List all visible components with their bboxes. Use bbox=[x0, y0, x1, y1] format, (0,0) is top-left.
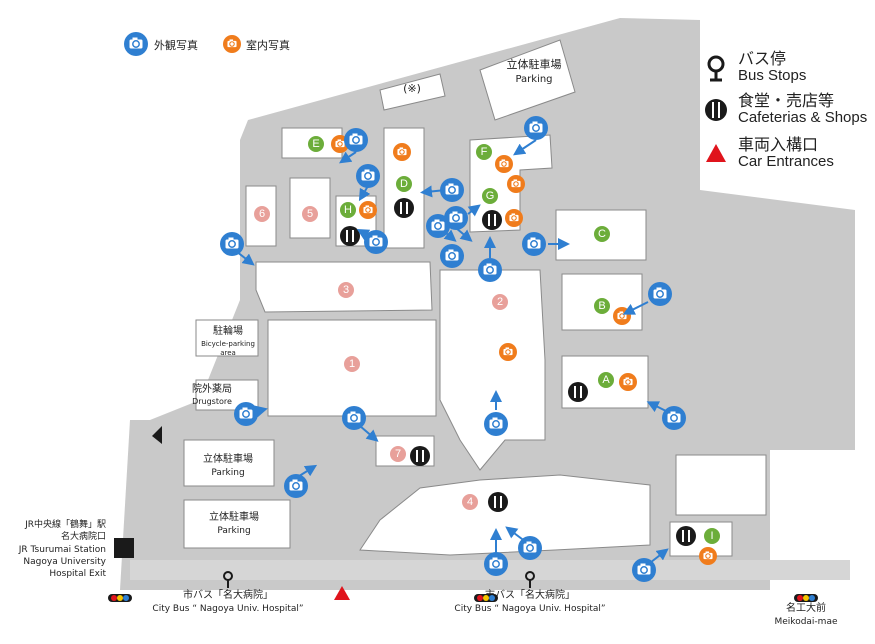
parking-low-label-jp: 立体駐車場 bbox=[209, 510, 259, 523]
jr-line2: 名大病院口 bbox=[61, 530, 106, 542]
svg-text:C: C bbox=[598, 228, 606, 240]
jr-line1: JR中央線「鶴舞」駅 bbox=[24, 518, 106, 530]
jr-line5: Hospital Exit bbox=[49, 569, 106, 579]
legend-interior-label: 室内写真 bbox=[246, 38, 290, 52]
svg-text:6: 6 bbox=[259, 208, 265, 220]
legend-car-en: Car Entrances bbox=[738, 153, 834, 170]
subway-icon bbox=[108, 594, 132, 602]
cafeteria-icon bbox=[676, 526, 696, 546]
svg-text:2: 2 bbox=[497, 296, 503, 308]
parking-top-label-en: Parking bbox=[515, 74, 552, 85]
bus-stop-icon bbox=[707, 55, 725, 73]
subway-icon bbox=[794, 594, 818, 602]
legend-bus-jp: バス停 bbox=[738, 49, 786, 68]
jr-station-marker bbox=[114, 538, 134, 558]
legend-exterior-label: 外観写真 bbox=[154, 38, 198, 52]
note-building bbox=[379, 73, 446, 111]
svg-text:1: 1 bbox=[349, 358, 355, 370]
cafeteria-icon bbox=[394, 198, 414, 218]
parking-mid-label-jp: 立体駐車場 bbox=[203, 452, 253, 465]
svg-text:F: F bbox=[481, 146, 488, 158]
entrance-arrow-icon bbox=[152, 426, 162, 444]
meikodai-en: Meikodai-mae bbox=[775, 617, 838, 627]
subway-icon bbox=[474, 594, 498, 602]
exterior-camera-icons[interactable] bbox=[220, 116, 686, 582]
parking-mid-building bbox=[183, 439, 275, 487]
cafeteria-markers bbox=[340, 198, 696, 546]
legend: 外観写真 室内写真 バス停 Bus Stops 食堂・売店等 Cafeteria… bbox=[124, 32, 867, 170]
place-labels: 立体駐車場 Parking (※) 駐輪場 Bicycle-parking ar… bbox=[18, 57, 838, 627]
svg-text:4: 4 bbox=[467, 496, 473, 508]
legend-cafeteria-jp: 食堂・売店等 bbox=[738, 91, 834, 110]
bus-left-jp: 市バス「名大病院」 bbox=[183, 588, 273, 601]
cafeteria-icon bbox=[340, 226, 360, 246]
interior-photo-points[interactable] bbox=[331, 135, 717, 565]
bicycle-label-en: Bicycle-parking bbox=[201, 340, 255, 348]
drugstore-label-en: Drugstore bbox=[192, 397, 232, 406]
parking-low-building bbox=[183, 499, 291, 549]
parking-mid-label-en: Parking bbox=[211, 468, 244, 478]
jr-line4: Nagoya University bbox=[23, 557, 106, 567]
bus-stops bbox=[223, 571, 535, 588]
svg-text:I: I bbox=[710, 530, 713, 542]
svg-text:B: B bbox=[598, 300, 605, 312]
svg-text:H: H bbox=[344, 204, 352, 216]
cafeteria-icon bbox=[568, 382, 588, 402]
building-4 bbox=[359, 474, 651, 556]
building-2 bbox=[439, 269, 546, 471]
bus-right-en: City Bus “ Nagoya Univ. Hospital” bbox=[454, 604, 605, 614]
east-building bbox=[675, 454, 767, 516]
cafeteria-icon bbox=[705, 99, 727, 121]
bicycle-parking-area bbox=[195, 319, 259, 357]
cafeteria-icon bbox=[488, 492, 508, 512]
legend-cafeteria-en: Cafeterias & Shops bbox=[738, 109, 867, 126]
parking-low-label-en: Parking bbox=[217, 526, 250, 536]
parking-top-building bbox=[479, 39, 576, 121]
car-entrance-icon bbox=[706, 144, 726, 162]
numbered-markers: 1 2 3 4 5 6 7 bbox=[254, 206, 508, 510]
meikodai-jp: 名工大前 bbox=[786, 601, 826, 614]
subway-markers bbox=[108, 594, 818, 602]
car-entrance-icon bbox=[334, 586, 350, 600]
jr-line3: JR Tsurumai Station bbox=[18, 545, 106, 555]
svg-text:E: E bbox=[312, 138, 319, 150]
svg-text:5: 5 bbox=[307, 208, 313, 220]
note-label: (※) bbox=[403, 82, 421, 95]
drugstore-label-jp: 院外薬局 bbox=[192, 382, 232, 395]
svg-text:A: A bbox=[602, 374, 610, 386]
parking-top-label-jp: 立体駐車場 bbox=[507, 57, 562, 71]
bicycle-label-jp: 駐輪場 bbox=[213, 324, 243, 337]
cafeteria-icon bbox=[482, 210, 502, 230]
green-markers: A B C D E F G H I bbox=[308, 136, 720, 544]
svg-text:G: G bbox=[486, 190, 495, 202]
svg-text:3: 3 bbox=[343, 284, 349, 296]
legend-car-jp: 車両入構口 bbox=[738, 135, 818, 154]
bus-left-en: City Bus “ Nagoya Univ. Hospital” bbox=[152, 604, 303, 614]
svg-text:7: 7 bbox=[395, 448, 401, 460]
bicycle-label-en2: area bbox=[220, 349, 236, 357]
cafeteria-icon bbox=[410, 446, 430, 466]
legend-bus-en: Bus Stops bbox=[738, 67, 806, 84]
bus-right-jp: 市バス「名大病院」 bbox=[485, 588, 575, 601]
svg-text:D: D bbox=[400, 178, 408, 190]
